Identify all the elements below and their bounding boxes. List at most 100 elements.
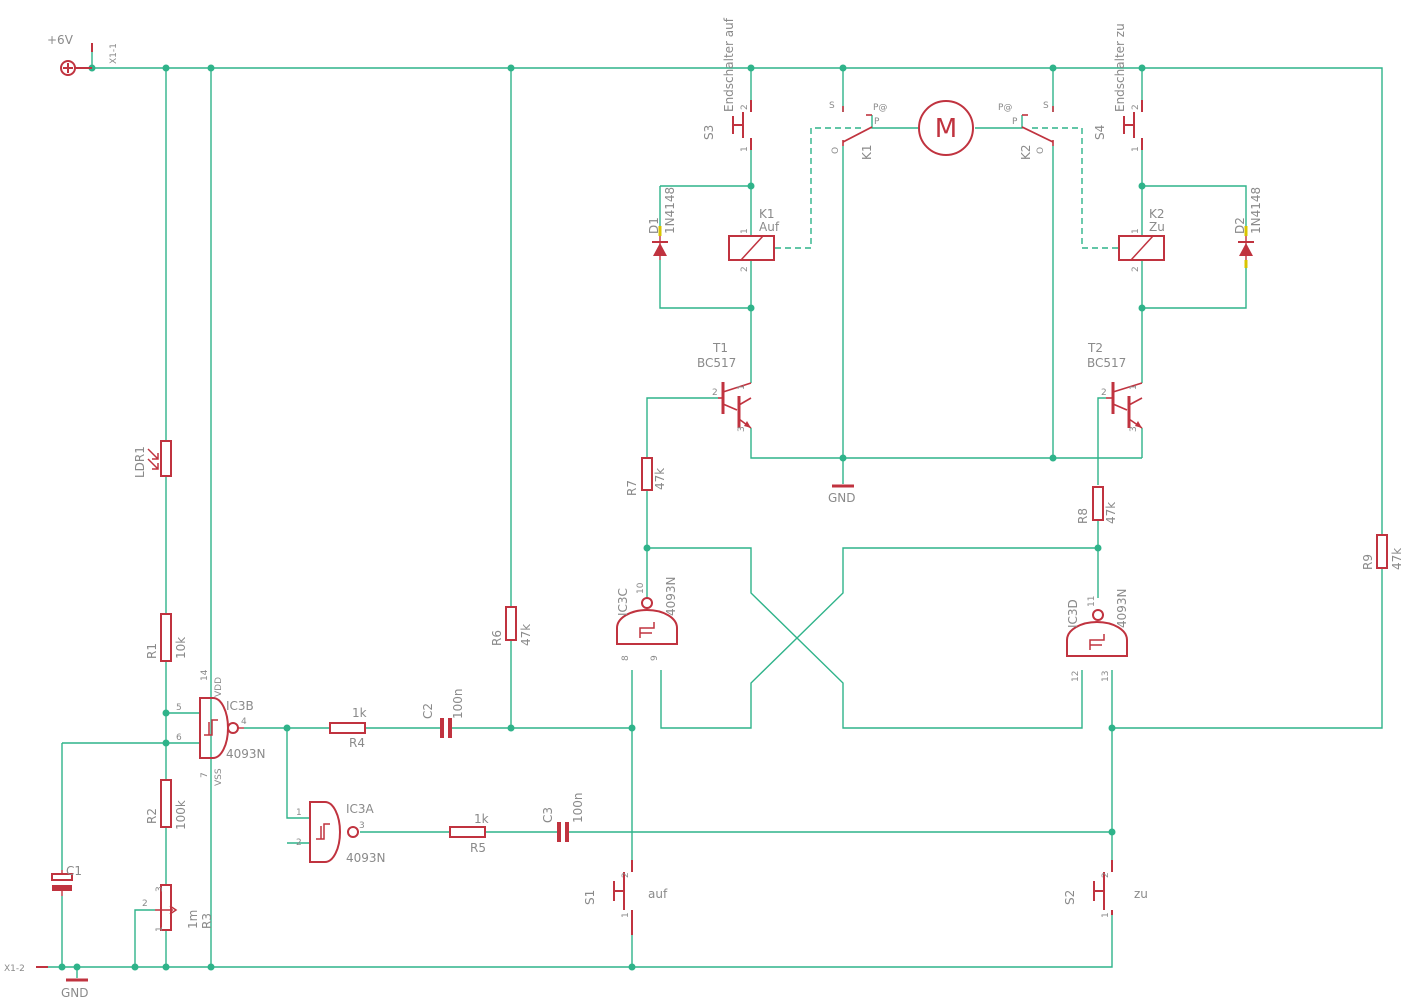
d1-value: 1N4148: [663, 187, 677, 234]
k2-p-label: P@: [998, 103, 1012, 113]
d1-diode: [652, 226, 668, 260]
r8-value: 47k: [1104, 502, 1118, 524]
ic3b-pin4: 4: [241, 717, 247, 727]
t1-pin1: 1: [737, 384, 747, 390]
c3-capacitor: [557, 822, 569, 842]
r2-body: [160, 779, 172, 828]
s1-pushbutton: [613, 860, 633, 935]
r7-value: 47k: [653, 468, 667, 490]
r1-body: [160, 613, 172, 662]
r9-body: [1376, 534, 1388, 569]
wires: [40, 48, 1383, 968]
t1-pin3: 3: [737, 426, 747, 432]
ic3b-pin5: 5: [176, 703, 182, 713]
ic3c-pin10: 10: [636, 582, 646, 594]
gates: IC3B 4093N VDD VSS 5 6 4 14 7 IC3A 4093N…: [176, 576, 1129, 865]
transistors: T1 BC517 2 1 3 T2 BC517 2 1 3: [697, 341, 1143, 432]
r1-name: R1: [145, 643, 159, 659]
k2-contact-name: K2: [1019, 144, 1033, 160]
k2-o-label: O: [1036, 147, 1046, 154]
r6-value: 47k: [519, 624, 533, 646]
k2-value: Zu: [1149, 220, 1165, 234]
ic3d-pin11: 11: [1087, 596, 1097, 607]
r2-name: R2: [145, 808, 159, 824]
s3-limit-switch: [732, 100, 752, 150]
ic3a-pin2: 2: [296, 838, 302, 848]
ic3d-name: IC3D: [1066, 599, 1080, 628]
s1-value: auf: [648, 887, 668, 901]
k1-p-label: P@: [873, 103, 887, 113]
vplus-label: +6V: [47, 33, 74, 47]
ic3a-value: 4093N: [346, 851, 386, 865]
k1-p-small: P: [874, 117, 880, 127]
ground-label-mid: GND: [828, 491, 856, 505]
ic3b-pin14: 14: [200, 669, 210, 681]
s4-pin2: 2: [1131, 104, 1141, 110]
ic3b-pin7: 7: [200, 772, 210, 778]
k2-coil: [1118, 235, 1165, 261]
k1-contact-name: K1: [860, 144, 874, 160]
relays: K1 Auf 1 2 K2 Zu 1 2 S P@ P O K1 S P@ P …: [728, 101, 1165, 272]
ic3b-name: IC3B: [226, 699, 254, 713]
c2-value: 100n: [451, 688, 465, 719]
c1-name: C1: [66, 864, 82, 878]
r2-value: 100k: [174, 800, 188, 830]
k2-p-small: P: [1012, 117, 1018, 127]
ic3d-pin12: 12: [1071, 671, 1081, 682]
r5-body: [449, 826, 486, 838]
ic3a-name: IC3A: [346, 802, 375, 816]
ground-symbol-left: [66, 967, 88, 982]
ldr1-name: LDR1: [133, 446, 147, 478]
c3-value: 100n: [571, 792, 585, 823]
ic3c-gate: [616, 597, 678, 645]
ldr1: [147, 440, 172, 477]
s2-pin1: 1: [1101, 912, 1111, 918]
k1-s-label: S: [829, 101, 835, 111]
diodes: D1 1N4148 D2 1N4148: [647, 187, 1263, 268]
capacitors: C1 C2 100n C3 100n: [51, 688, 585, 896]
misc-pin-labels: 3 1 2: [142, 886, 165, 932]
r3-pin3: 3: [155, 886, 165, 892]
s4-pin1: 1: [1131, 146, 1141, 152]
r6-name: R6: [490, 630, 504, 646]
k2-name: K2: [1149, 207, 1165, 221]
supply-plus-terminal: [60, 43, 93, 76]
ic3b-pin6: 6: [176, 733, 182, 743]
r8-name: R8: [1076, 508, 1090, 524]
c1-electrolytic: [51, 870, 73, 896]
d1-name: D1: [647, 217, 661, 234]
motor-symbol: [918, 100, 974, 156]
r4-body: [329, 722, 366, 734]
ground-label-left: GND: [61, 986, 89, 1000]
k1-pin1: 1: [740, 228, 750, 234]
k1-coil: [728, 235, 775, 261]
s2-pin2: 2: [1101, 872, 1111, 878]
ic3b-value: 4093N: [226, 747, 266, 761]
t2-pin1: 1: [1129, 384, 1139, 390]
s3-value: Endschalter auf: [722, 17, 736, 112]
r8-body: [1092, 486, 1104, 521]
k2-s-label: S: [1043, 101, 1049, 111]
s4-limit-switch: [1123, 100, 1143, 150]
k2-pin2: 2: [1131, 266, 1141, 272]
ic3b-gate: [199, 697, 244, 759]
c3-name: C3: [541, 807, 555, 823]
k1-o-label: O: [831, 147, 841, 154]
s4-name: S4: [1093, 125, 1107, 140]
t2-name: T2: [1087, 341, 1103, 355]
ic3a-gate: [309, 801, 359, 863]
s3-pin2: 2: [740, 104, 750, 110]
motor-label: M: [935, 114, 957, 144]
d2-value: 1N4148: [1249, 187, 1263, 234]
ic3c-pin8: 8: [621, 655, 631, 661]
ic3b-vss: VSS: [214, 768, 224, 786]
r7-body: [641, 457, 653, 491]
r5-name: R5: [470, 841, 486, 855]
ic3c-value: 4093N: [664, 576, 678, 616]
r5-value: 1k: [474, 812, 489, 826]
r3-pin1: 1: [155, 926, 165, 932]
ic3d-value: 4093N: [1115, 588, 1129, 628]
s1-pin1: 1: [621, 912, 631, 918]
